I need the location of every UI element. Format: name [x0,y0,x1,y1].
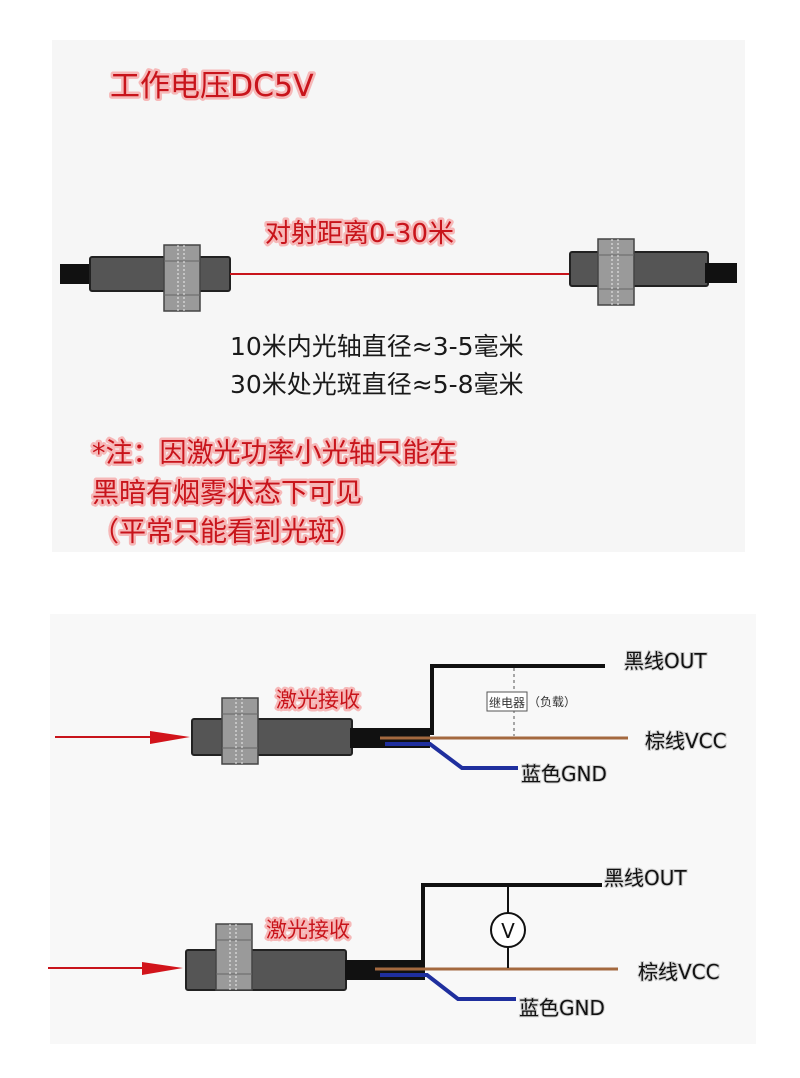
wiring-diagram-voltmeter: V 激光接收 黑线OUT 棕线VCC 蓝色GND [48,865,721,1021]
load-label: （负载） [528,695,576,709]
arrow-icon [150,731,190,744]
voltmeter-icon [490,912,526,948]
distance-label: 对射距离0-30米 [265,219,454,249]
top-panel [52,40,745,552]
receiver-label: 激光接收 [266,918,350,942]
note-line-3: （平常只能看到光斑） [92,517,362,548]
out-label: 黑线OUT [624,649,707,673]
laser-receiver [569,238,737,306]
vcc-label: 棕线VCC [638,960,720,984]
wiring-diagram-relay: 继电器 （负载） 激光接收 黑线OUT 棕线VCC 蓝色GND [55,648,728,787]
gnd-label: 蓝色GND [519,996,605,1020]
receiver-label: 激光接收 [276,688,360,712]
vcc-label: 棕线VCC [645,729,727,753]
out-label: 黑线OUT [604,866,687,890]
spec-line-2: 30米处光斑直径≈5-8毫米 [230,370,524,399]
note-line-2: 黑暗有烟雾状态下可见 [92,478,362,509]
arrow-icon [142,962,183,975]
relay-label: 继电器 [489,696,525,710]
note-line-1: *注：因激光功率小光轴只能在 [92,438,457,469]
gnd-label: 蓝色GND [521,762,607,786]
laser-emitter [60,244,231,312]
voltage-label: 工作电压DC5V [110,69,314,104]
spec-line-1: 10米内光轴直径≈3-5毫米 [230,332,524,361]
voltmeter-label: V [501,919,515,943]
